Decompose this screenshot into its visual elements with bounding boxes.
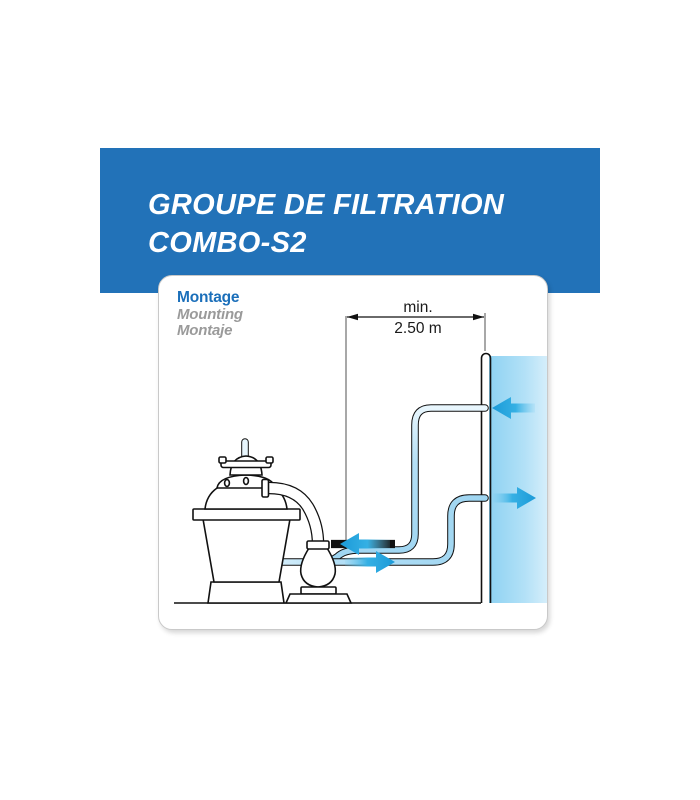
- pump-discharge-arrow: [345, 551, 395, 573]
- pump-body: [299, 547, 337, 588]
- pump-foot: [300, 586, 337, 595]
- header-band: GROUPE DE FILTRATION COMBO-S2: [100, 148, 600, 293]
- diagram-card: Montage Mounting Montaje: [158, 275, 548, 630]
- mounting-label-block: Montage Mounting Montaje: [177, 289, 243, 340]
- pool-water: [489, 356, 547, 603]
- dimension-value: 2.50 m: [394, 320, 441, 337]
- label-montage-fr: Montage: [177, 289, 240, 306]
- dimension-arrowhead-right: [473, 313, 484, 321]
- pool-return-arrow: [493, 487, 536, 509]
- filter-body: [202, 518, 291, 583]
- filter-base: [207, 581, 285, 604]
- filter-to-pump-pipe: [261, 478, 325, 545]
- clamp-bolt: [242, 476, 250, 486]
- page-title: GROUPE DE FILTRATION COMBO-S2: [148, 189, 505, 259]
- mounting-diagram: min. 2.50 m: [174, 299, 547, 604]
- dimension-annotation: min. 2.50 m: [345, 299, 486, 546]
- valve-handle-knob-right: [265, 456, 274, 464]
- pipe-union-ring: [261, 478, 270, 498]
- filter-flange: [192, 508, 301, 521]
- valve-handle: [220, 460, 272, 469]
- flow-arrows: [340, 397, 536, 573]
- pump-suction-arrow: [340, 533, 390, 555]
- label-mounting-en: Mounting: [177, 305, 243, 323]
- dimension-arrowhead-left: [347, 313, 358, 321]
- dimension-prefix: min.: [403, 299, 432, 316]
- pool-intake-arrow: [492, 397, 535, 419]
- pump-neck: [306, 540, 330, 550]
- valve-handle-knob-left: [218, 456, 227, 464]
- pump: [284, 540, 353, 604]
- return-hose: [321, 404, 489, 568]
- clamp-bolt: [223, 478, 231, 488]
- label-montaje-es: Montaje: [177, 322, 233, 340]
- pump-base-plate: [284, 593, 353, 604]
- multiport-valve: [218, 455, 274, 476]
- pool-wall: [480, 352, 492, 603]
